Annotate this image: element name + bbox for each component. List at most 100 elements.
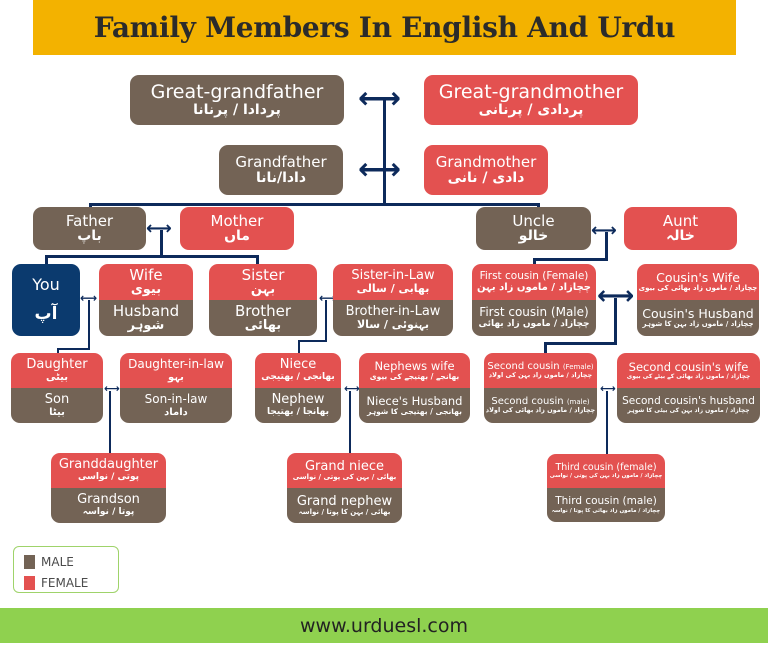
title-banner: Family Members In English And Urdu [33, 0, 736, 55]
label-ur: بھابی / سالی [356, 282, 430, 296]
node-niece-nephew: Niece بھانجی / بھتیجی Nephew بھانجا / بھ… [255, 353, 341, 423]
node-second-cousin: Second cousin (Female) چچازاد / ماموں زا… [484, 353, 597, 423]
label-en: Great-grandfather [150, 80, 324, 103]
label-ur: دادی / نانی [447, 169, 525, 186]
label-ur: چچازاد / ماموں زاد بھائی [478, 318, 590, 329]
page-title: Family Members In English And Urdu [93, 11, 676, 44]
connector-daughter-drop [57, 348, 59, 356]
connector-sister-drop [256, 255, 259, 264]
label-ur: شوہر [127, 318, 165, 334]
label-ur: چچازاد / ماموں زاد بہن کا شوہر [642, 320, 754, 329]
label-ur: چچازاد / ماموں زاد بہن کی پوتی / نواسی [549, 473, 663, 480]
double-arrow-icon: ⟷ [80, 291, 98, 305]
connector-spine [383, 100, 386, 206]
legend-label: MALE [41, 555, 74, 569]
node-sister-brother: Sister بہن Brother بھائی [209, 264, 317, 336]
label-en: Sister-in-Law [351, 267, 435, 283]
label-ur: بھائی [244, 318, 282, 334]
connector-cousin-drop [533, 258, 536, 266]
male-swatch-icon [24, 555, 35, 569]
label-en: Daughter [26, 356, 88, 372]
label-en: Son [44, 391, 70, 407]
label-en: Sister [241, 265, 285, 284]
connector-parents-drop [160, 230, 163, 256]
label-en: Niece [279, 357, 317, 373]
label-en: Grand nephew [296, 493, 393, 509]
label-en: Third cousin (female) [555, 461, 657, 473]
label-en: Niece's Husband [366, 394, 463, 409]
label-ur: باپ [77, 228, 102, 245]
node-you: You آپ [12, 264, 80, 336]
label-en: Second cousin (Female) [487, 361, 593, 372]
double-arrow-icon: ⟷ [358, 81, 402, 116]
label-en: Cousin's Husband [642, 306, 754, 322]
label-en: Husband [112, 301, 180, 320]
label-ur: پوتی / نواسی [77, 471, 140, 482]
label-ur: داماد [164, 406, 188, 418]
label-ur: پردادا / پرنانا [193, 101, 281, 118]
label-ur: پردادی / پرنانی [478, 101, 584, 118]
node-great-grandfather: Great-grandfather پردادا / پرنانا [130, 75, 344, 125]
label-en: Granddaughter [58, 457, 159, 473]
label-en: Uncle [512, 211, 555, 230]
connector-grand-niece-drop [349, 391, 351, 453]
connector-children-branch [45, 255, 258, 258]
legend-item-male: MALE [24, 553, 118, 571]
node-aunt: Aunt خالہ [624, 207, 737, 250]
label-en: Great-grandmother [438, 80, 624, 103]
label-ur: بھانجی / بھتیجی کا شوہر [367, 406, 462, 416]
label-ur: خالہ [666, 228, 695, 245]
label-en: Nephews wife [374, 359, 455, 374]
label-ur: بہن [250, 282, 276, 298]
connector-uncle-aunt-h [533, 258, 608, 261]
node-daughter-in-law-son-in-law: Daughter-in-law بہو Son-in-law داماد [120, 353, 232, 423]
label-en-main: Second cousin [491, 396, 564, 408]
label-en: Mother [210, 211, 264, 230]
connector-niece-drop [298, 340, 300, 354]
label-ur: بیوی [130, 282, 162, 298]
label-en: First cousin (Female) [479, 269, 589, 282]
double-arrow-icon: ⟷ [319, 291, 337, 305]
label-en: Grand niece [304, 458, 384, 474]
node-father: Father باپ [33, 207, 146, 250]
label-ur: خالو [518, 228, 549, 245]
label-ur: بیٹی [45, 372, 69, 384]
label-qualifier: (Female) [562, 363, 594, 372]
footer-banner: www.urduesl.com [0, 608, 768, 643]
double-arrow-icon: ⟷ [358, 152, 402, 187]
label-ur: چچازاد / ماموں زاد بہن کی بیٹی کا شوہر [627, 406, 750, 414]
node-grandmother: Grandmother دادی / نانی [424, 145, 548, 195]
label-qualifier: (male) [566, 398, 590, 407]
label-ur: بھانجے / بھتیجے کی بیوی [369, 371, 460, 381]
connector-second-cousin-drop [544, 342, 547, 354]
label-en: Father [65, 211, 114, 230]
label-en: Daughter-in-law [128, 357, 224, 372]
label-en: Grandmother [435, 153, 537, 172]
double-arrow-icon: ⟷ [104, 382, 120, 395]
label-ur: بھانجا / بھتیجا [266, 406, 330, 417]
node-second-cousins-spouse: Second cousin's wife چچازاد / ماموں زاد … [617, 353, 760, 423]
node-great-grandmother: Great-grandmother پردادی / پرنانی [424, 75, 638, 125]
label-en: Grandson [77, 492, 140, 508]
node-grand-niece-grand-nephew: Grand niece بھائی / بہن کی پوتی / نواسی … [287, 453, 402, 523]
label-ur: چچازاد / ماموں زاد بھائی کی اولاد [485, 406, 596, 415]
double-arrow-icon: ⟷ [344, 382, 360, 395]
label-en: Grandfather [235, 153, 327, 172]
node-granddaughter-grandson: Granddaughter پوتی / نواسی Grandson پوتا… [51, 453, 166, 523]
connector-you-children [88, 300, 90, 350]
label-en: Second cousin (male) [491, 396, 589, 407]
footer-url[interactable]: www.urduesl.com [299, 614, 469, 637]
connector-sibling-children-h [298, 340, 327, 342]
label-en: Second cousin's wife [628, 359, 749, 374]
connector-branch-top [89, 203, 440, 206]
label-ur: بیٹا [49, 407, 65, 419]
connector-third-cousin-drop [606, 391, 608, 454]
label-ur: پوتا / نواسہ [82, 506, 135, 517]
label-ur: چچازاد / ماموں زاد بہن کی اولاد [488, 371, 593, 380]
label-en: Cousin's Wife [656, 270, 740, 286]
legend-item-female: FEMALE [24, 574, 118, 592]
double-arrow-icon: ⟷ [600, 382, 616, 395]
label-ur: آپ [34, 304, 58, 325]
label-en: You [32, 274, 60, 294]
node-grandfather: Grandfather دادا/نانا [219, 145, 343, 195]
